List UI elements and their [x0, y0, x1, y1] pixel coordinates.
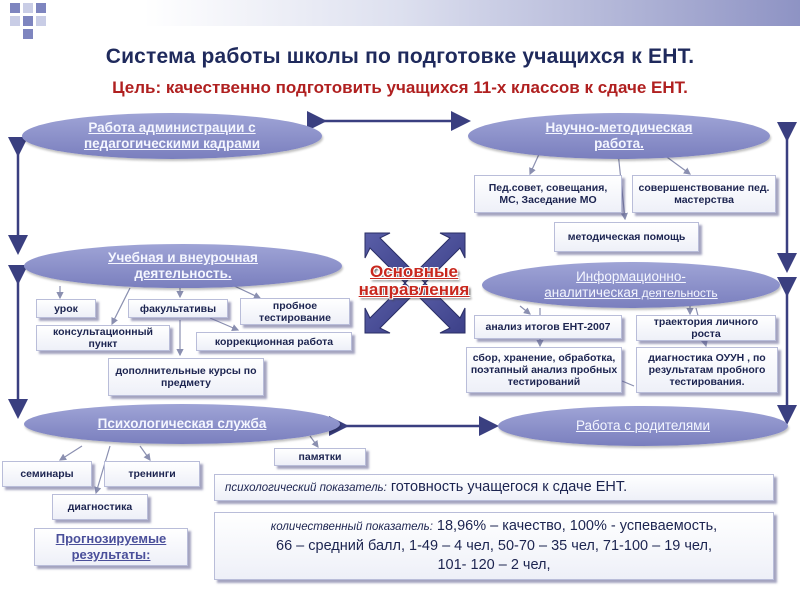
- direction-info-label-c: деятельность: [638, 286, 718, 300]
- direction-study[interactable]: Учебная и внеурочная деятельность.: [24, 244, 342, 288]
- direction-info-label-a: Информационно-: [576, 269, 686, 284]
- direction-parents-label: Работа с родителями: [575, 418, 711, 433]
- direction-study-label: Учебная и внеурочная деятельность.: [108, 250, 258, 281]
- center-label: Основные направления: [344, 263, 484, 299]
- result-psych: психологический показатель: готовность у…: [214, 474, 774, 501]
- study-consult[interactable]: консультационный пункт: [36, 325, 170, 351]
- result-quant-label: количественный показатель:: [270, 521, 433, 533]
- decor-square: [36, 3, 46, 13]
- decor-square: [36, 16, 46, 26]
- info-trajectory[interactable]: траектория личного роста: [636, 315, 776, 341]
- cross-arrows-icon: [364, 232, 466, 334]
- direction-method-label: Научно-методическая работа.: [545, 120, 693, 151]
- info-analysis[interactable]: анализ итогов ЕНТ-2007: [474, 315, 622, 339]
- info-collect[interactable]: сбор, хранение, обработка, поэтапный ана…: [466, 347, 622, 393]
- decor-square: [23, 16, 33, 26]
- psych-memos[interactable]: памятки: [274, 448, 366, 466]
- info-diagnostics[interactable]: диагностика ОУУН , по результатам пробно…: [636, 347, 778, 393]
- result-quant-line2: 66 – средний балл, 1-49 – 4 чел, 50-70 –…: [276, 538, 712, 554]
- direction-psych[interactable]: Психологическая служба: [24, 404, 340, 444]
- study-courses[interactable]: дополнительные курсы по предмету: [108, 358, 264, 396]
- method-pedsovet[interactable]: Пед.совет, совещания, МС, Заседание МО: [474, 175, 622, 213]
- direction-method[interactable]: Научно-методическая работа.: [468, 113, 770, 159]
- results-label: Прогнозируемые результаты:: [34, 528, 188, 566]
- result-quant-line3: 101- 120 – 2 чел,: [437, 557, 551, 573]
- study-electives[interactable]: факультативы: [128, 299, 228, 318]
- goal-text: Цель: качественно подготовить учащихся 1…: [112, 78, 688, 97]
- page-title: Система работы школы по подготовке учащи…: [105, 45, 695, 68]
- direction-parents[interactable]: Работа с родителями: [498, 406, 788, 446]
- psych-diag[interactable]: диагностика: [52, 494, 148, 520]
- study-lesson[interactable]: урок: [36, 299, 96, 318]
- psych-trainings[interactable]: тренинги: [104, 461, 200, 487]
- direction-info[interactable]: Информационно- аналитическая деятельност…: [482, 262, 780, 308]
- direction-info-label-b: аналитическая: [544, 285, 639, 300]
- result-psych-value: готовность учащегося к сдаче ЕНТ.: [386, 479, 628, 495]
- center-label-line2: направления: [358, 280, 470, 299]
- decor-square: [23, 29, 33, 39]
- study-trial[interactable]: пробное тестирование: [240, 298, 350, 325]
- decor-square: [10, 16, 20, 26]
- center-label-line1: Основные: [369, 262, 459, 281]
- decor-square: [23, 3, 33, 13]
- top-gradient-bar: [0, 0, 800, 26]
- direction-psych-label: Психологическая служба: [97, 416, 267, 431]
- psych-seminars[interactable]: семинары: [2, 461, 92, 487]
- decor-square: [10, 3, 20, 13]
- direction-admin-label: Работа администрации с педагогическими к…: [84, 120, 260, 151]
- result-quant-value: 18,96% – качество, 100% - успеваемость,: [432, 518, 718, 534]
- direction-admin[interactable]: Работа администрации с педагогическими к…: [22, 113, 322, 159]
- method-help[interactable]: методическая помощь: [554, 222, 699, 252]
- result-psych-label: психологический показатель:: [225, 482, 387, 494]
- result-quant: количественный показатель: 18,96% – каче…: [214, 512, 774, 580]
- method-improve[interactable]: совершенствование пед. мастерства: [632, 175, 776, 213]
- study-correction[interactable]: коррекционная работа: [196, 332, 352, 351]
